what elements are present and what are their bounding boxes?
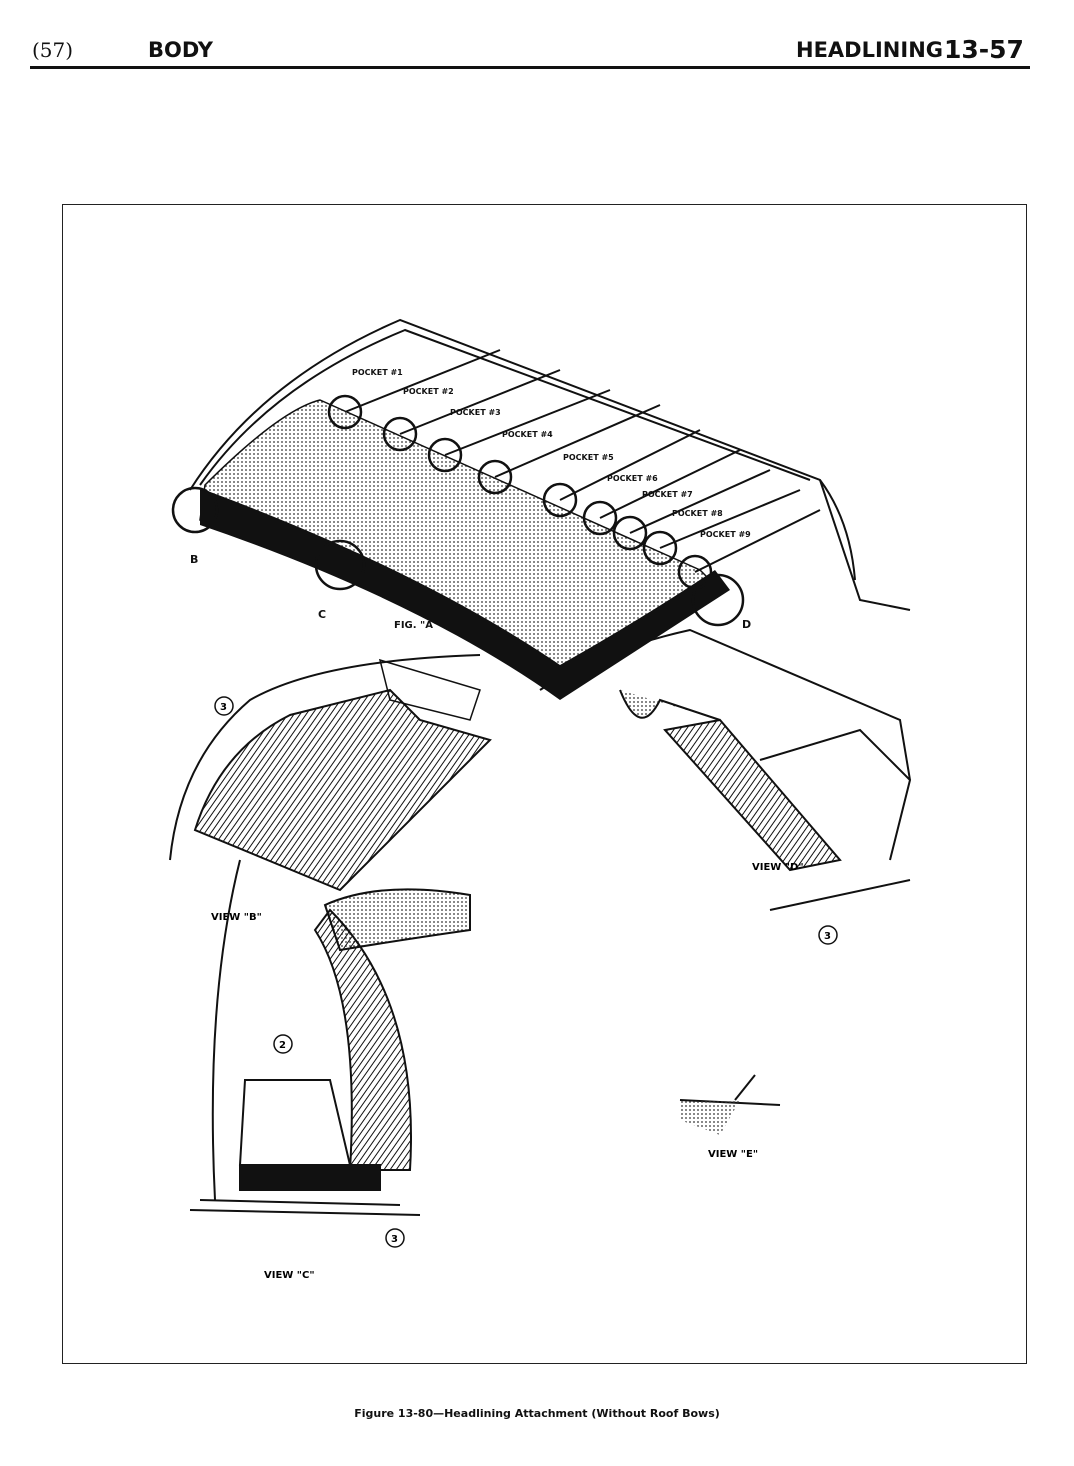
pocket-circles	[171, 394, 745, 627]
view-d	[619, 689, 912, 911]
view-e	[679, 1074, 781, 1135]
page-ref: (57)	[32, 38, 74, 62]
callout-c-top: 2	[279, 1040, 286, 1051]
view-d-label: VIEW "D"	[752, 862, 804, 873]
pocket-label-1: POCKET #1	[352, 368, 403, 377]
page-number: 13-57	[944, 35, 1024, 64]
pocket-label-8: POCKET #8	[672, 509, 723, 518]
fig-a-label: FIG. "A"	[394, 620, 438, 631]
callout-c-bottom: 3	[391, 1234, 398, 1245]
pocket-label-4: POCKET #4	[502, 430, 553, 439]
detail-letter-b: B	[190, 553, 198, 566]
view-c-label: VIEW "C"	[264, 1270, 315, 1281]
callout-b: 3	[220, 702, 227, 713]
figure-caption: Figure 13-80—Headlining Attachment (With…	[354, 1407, 720, 1420]
callout-d: 3	[824, 931, 831, 942]
view-e-label: VIEW "E"	[708, 1149, 758, 1160]
header-rule	[30, 66, 1030, 69]
topic-title: HEADLINING	[796, 38, 943, 62]
view-b	[169, 654, 492, 892]
section-title: BODY	[148, 38, 213, 62]
pocket-label-5: POCKET #5	[563, 453, 614, 462]
detail-letter-c: C	[318, 608, 326, 621]
pocket-label-2: POCKET #2	[403, 387, 454, 396]
detail-letter-d: D	[742, 618, 751, 631]
pocket-label-6: POCKET #6	[607, 474, 658, 483]
pocket-lines	[344, 349, 821, 573]
pocket-label-9: POCKET #9	[700, 530, 751, 539]
view-b-label: VIEW "B"	[211, 912, 262, 923]
view-c	[189, 859, 471, 1216]
pocket-label-7: POCKET #7	[642, 490, 693, 499]
figure-frame	[62, 204, 1027, 1364]
pocket-label-3: POCKET #3	[450, 408, 501, 417]
